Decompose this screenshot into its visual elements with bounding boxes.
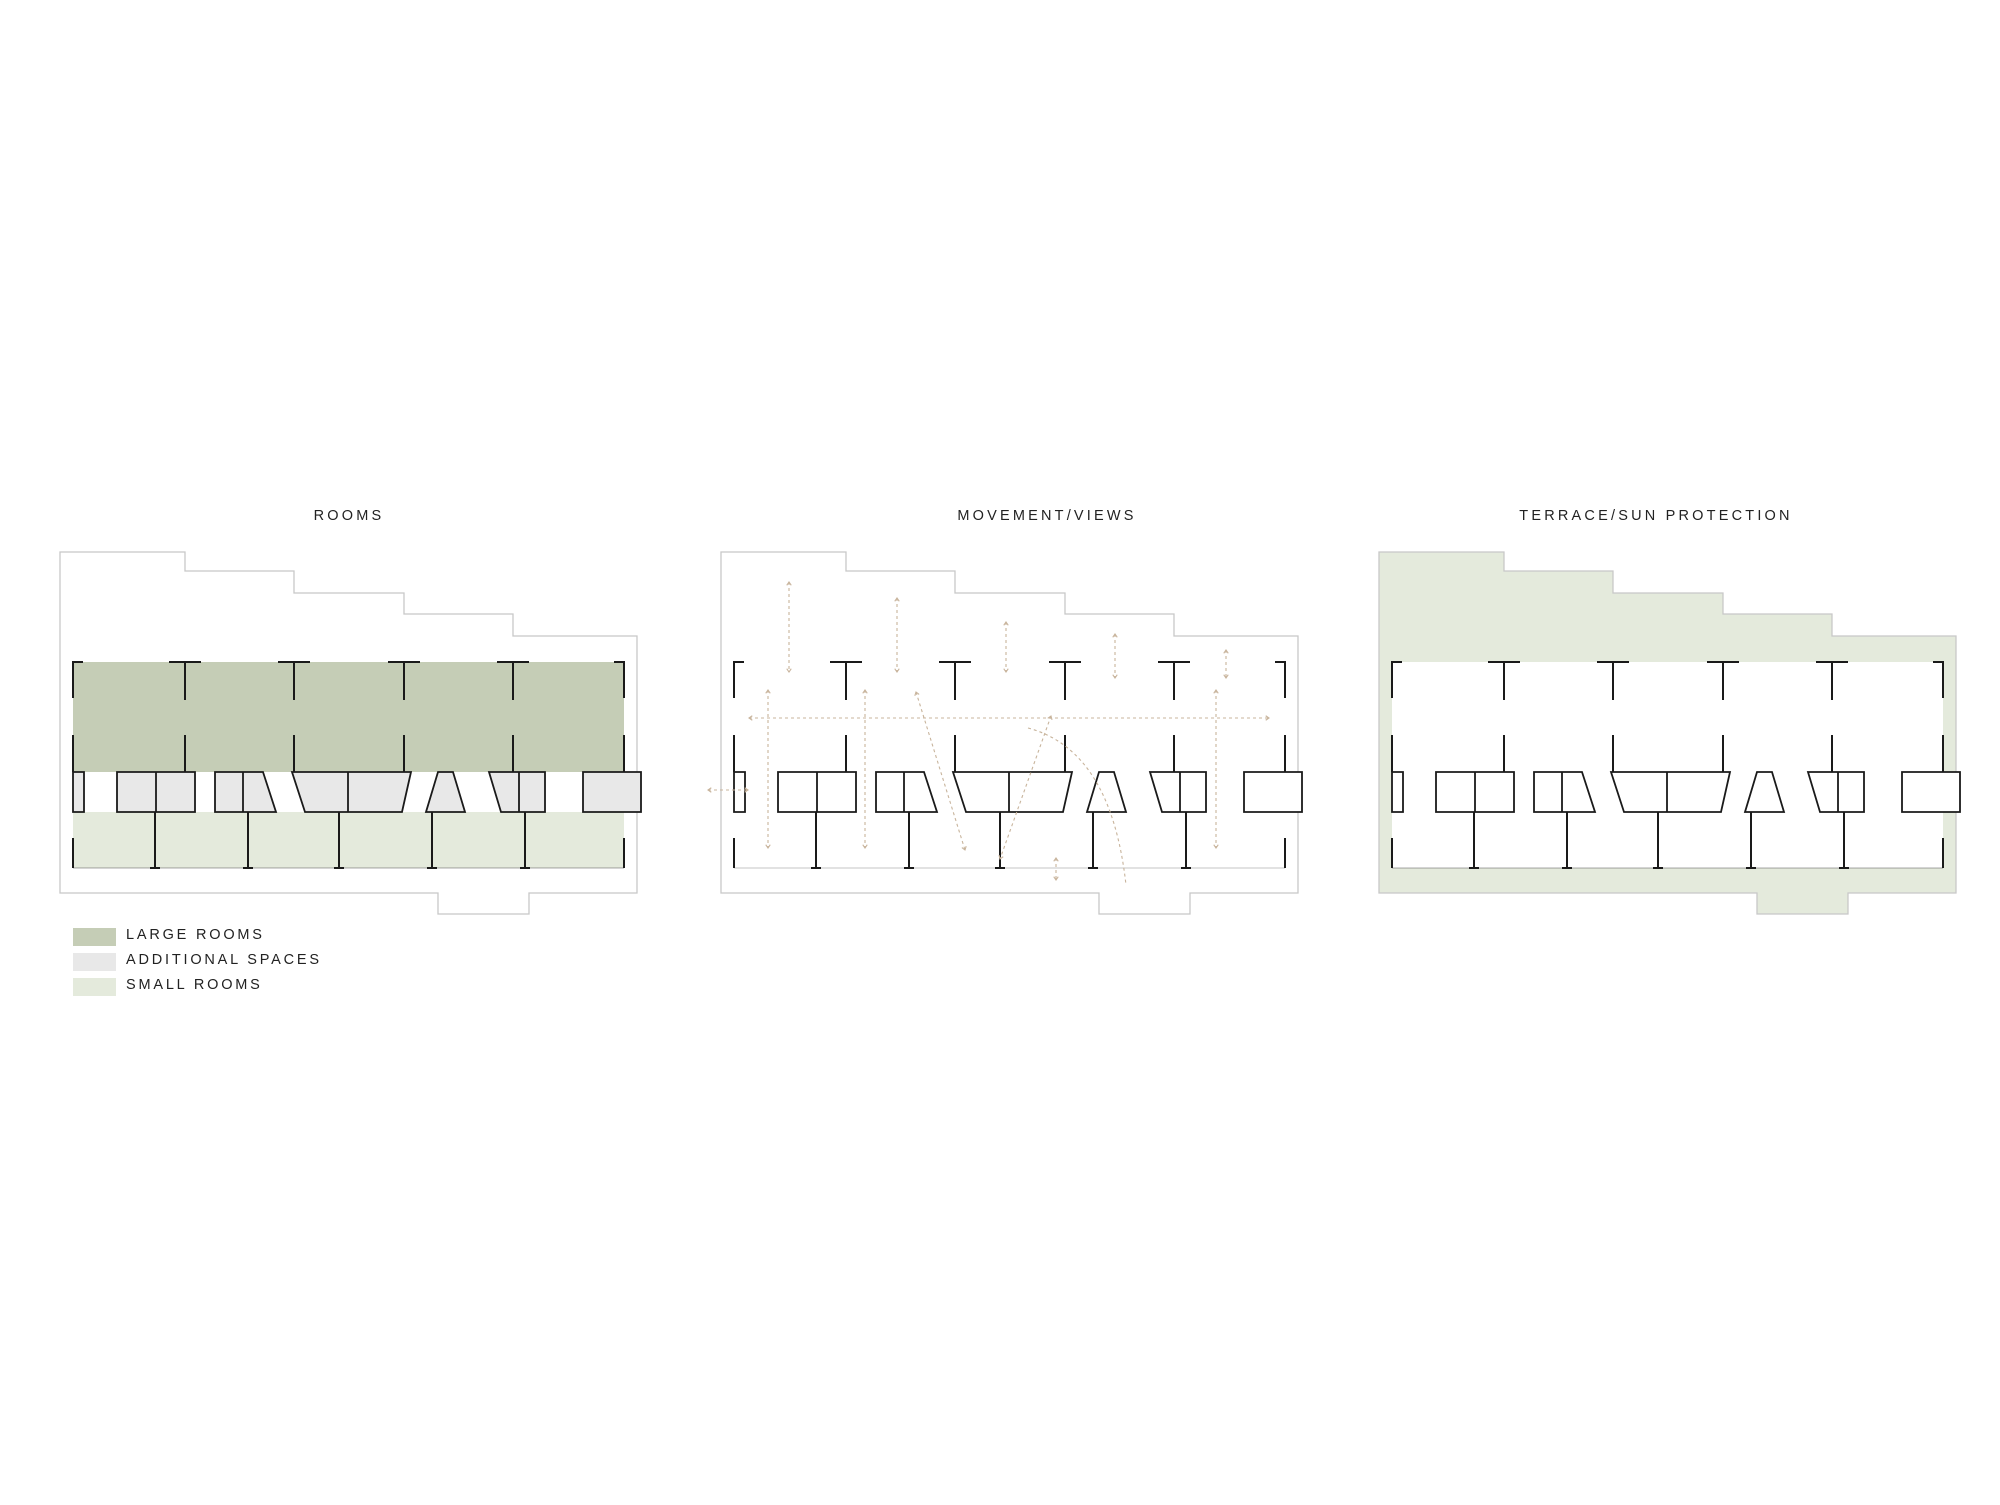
- core-space: [1148, 771, 1207, 813]
- core-space: [214, 771, 278, 813]
- legend-label-large-rooms: LARGE ROOMS: [126, 927, 265, 943]
- legend-item-additional-spaces: ADDITIONAL SPACES: [73, 951, 393, 976]
- core-space: [951, 771, 1074, 813]
- arrow-head: [786, 668, 792, 673]
- wall-corner: [1933, 661, 1944, 698]
- wall-corner: [1275, 661, 1286, 698]
- small-rooms-area: [73, 812, 624, 868]
- arrow-head: [914, 691, 920, 696]
- arrow-head: [998, 854, 1004, 860]
- arrow-head: [1223, 649, 1229, 654]
- wall-corner: [1391, 661, 1402, 698]
- legend-item-small-rooms: SMALL ROOMS: [73, 976, 393, 1001]
- arrow-head: [1003, 668, 1009, 673]
- legend-swatch-additional-spaces: [73, 953, 116, 971]
- wall-corner: [614, 661, 625, 698]
- legend-item-large-rooms: LARGE ROOMS: [73, 926, 393, 951]
- arrow-head: [707, 787, 712, 793]
- wall-corner: [72, 661, 83, 698]
- arrow-head: [1047, 715, 1053, 721]
- core-space: [1806, 771, 1865, 813]
- arrow-head: [765, 689, 771, 694]
- interior-area: [1392, 662, 1943, 868]
- rooms-plan: [59, 551, 642, 915]
- legend-label-small-rooms: SMALL ROOMS: [126, 977, 263, 993]
- core-space: [1609, 771, 1732, 813]
- core-space: [1391, 771, 1404, 813]
- movement-arrow: [915, 691, 966, 851]
- arrow-head: [862, 689, 868, 694]
- arrow-head: [1213, 689, 1219, 694]
- arrow-head: [894, 668, 900, 673]
- view-curve-arrow: [1027, 727, 1127, 886]
- arrow-head: [1053, 876, 1059, 881]
- arrow-head: [1003, 621, 1009, 626]
- core-space: [1743, 771, 1786, 813]
- terrace-sun-protection-plan: [1378, 551, 1961, 915]
- arrow-head: [1112, 674, 1118, 679]
- arrow-head: [961, 846, 967, 851]
- core-space: [424, 771, 467, 813]
- building-outline: [720, 551, 1299, 915]
- core-space: [582, 771, 642, 813]
- arrow-head: [1053, 857, 1059, 862]
- core-space: [1243, 771, 1303, 813]
- rooms-panel-title: ROOMS: [313, 508, 385, 524]
- arrow-head: [862, 844, 868, 849]
- core-space: [875, 771, 939, 813]
- large-rooms-area: [73, 662, 624, 772]
- arrow-head: [1213, 844, 1219, 849]
- arrow-head: [765, 844, 771, 849]
- core-space: [1901, 771, 1961, 813]
- building-outline: [1378, 551, 1957, 915]
- arrow-head: [894, 597, 900, 602]
- arrow-head: [1265, 715, 1270, 721]
- building-outline: [59, 551, 638, 915]
- core-space: [290, 771, 413, 813]
- legend: LARGE ROOMS ADDITIONAL SPACES SMALL ROOM…: [73, 926, 393, 1001]
- legend-swatch-large-rooms: [73, 928, 116, 946]
- arrow-head: [744, 787, 749, 793]
- terrace-sun-protection-panel-title: TERRACE/SUN PROTECTION: [1519, 508, 1793, 524]
- legend-label-additional-spaces: ADDITIONAL SPACES: [126, 952, 322, 968]
- wall-corner: [733, 661, 744, 698]
- core-space: [1533, 771, 1597, 813]
- legend-swatch-small-rooms: [73, 978, 116, 996]
- core-space: [487, 771, 546, 813]
- core-space: [1085, 771, 1128, 813]
- core-space: [733, 771, 746, 813]
- arrow-head: [748, 715, 753, 721]
- arrow-head: [786, 581, 792, 586]
- arrow-head: [1223, 674, 1229, 679]
- movement-views-plan: [707, 551, 1303, 915]
- core-space: [72, 771, 85, 813]
- movement-arrow: [999, 715, 1052, 860]
- arrow-head: [1112, 633, 1118, 638]
- movement-views-panel-title: MOVEMENT/VIEWS: [957, 508, 1137, 524]
